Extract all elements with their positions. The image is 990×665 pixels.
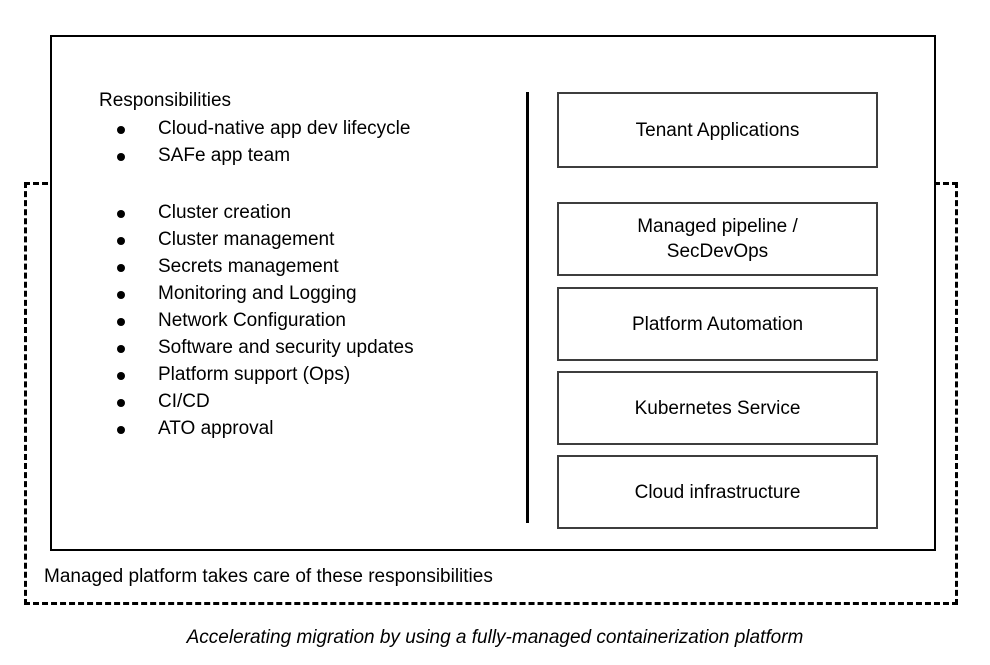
bullet-dot-icon	[117, 399, 125, 407]
list-item: Cluster creation	[99, 199, 509, 226]
list-item: SAFe app team	[99, 142, 509, 169]
bullet-dot-icon	[117, 153, 125, 161]
bullet-dot-icon	[117, 372, 125, 380]
list-item-label: SAFe app team	[158, 145, 291, 166]
list-item: ATO approval	[99, 415, 509, 442]
list-item-label: Monitoring and Logging	[158, 283, 357, 304]
bullet-dot-icon	[117, 264, 125, 272]
bullet-dot-icon	[117, 126, 125, 134]
list-item: Platform support (Ops)	[99, 361, 509, 388]
bullet-dot-icon	[117, 237, 125, 245]
list-item-label: Network Configuration	[158, 310, 346, 331]
tenant-responsibilities-list: Cloud-native app dev lifecycle SAFe app …	[99, 115, 509, 169]
bullet-dot-icon	[117, 318, 125, 326]
list-item: CI/CD	[99, 388, 509, 415]
list-item-label: Cluster creation	[158, 202, 292, 223]
managed-scope-note: Managed platform takes care of these res…	[44, 566, 493, 587]
list-item: Network Configuration	[99, 307, 509, 334]
list-item-label: Cloud-native app dev lifecycle	[158, 118, 411, 139]
bullet-dot-icon	[117, 291, 125, 299]
layer-box-kubernetes-service: Kubernetes Service	[557, 371, 878, 445]
list-item: Cloud-native app dev lifecycle	[99, 115, 509, 142]
bullet-dot-icon	[117, 426, 125, 434]
bullet-dot-icon	[117, 345, 125, 353]
list-item-label: ATO approval	[158, 418, 274, 439]
list-item-label: Platform support (Ops)	[158, 364, 351, 385]
list-item: Cluster management	[99, 226, 509, 253]
layer-label: Kubernetes Service	[634, 397, 801, 419]
layer-box-platform-automation: Platform Automation	[557, 287, 878, 361]
list-item-label: Software and security updates	[158, 337, 414, 358]
layer-label: Cloud infrastructure	[634, 481, 801, 503]
responsibilities-column-tenant: Responsibilities Cloud-native app dev li…	[99, 88, 509, 169]
layer-label: Managed pipeline / SecDevOps	[637, 216, 798, 262]
layer-box-managed-pipeline-secdevops: Managed pipeline / SecDevOps	[557, 202, 878, 276]
list-item-label: Cluster management	[158, 229, 335, 250]
column-divider	[526, 92, 529, 523]
list-item: Monitoring and Logging	[99, 280, 509, 307]
list-item: Secrets management	[99, 253, 509, 280]
layer-box-cloud-infrastructure: Cloud infrastructure	[557, 455, 878, 529]
responsibilities-heading: Responsibilities	[99, 90, 232, 111]
bullet-dot-icon	[117, 210, 125, 218]
responsibilities-column-platform: Cluster creation Cluster management Secr…	[99, 199, 509, 442]
list-item-label: CI/CD	[158, 391, 210, 412]
list-item: Software and security updates	[99, 334, 509, 361]
platform-responsibilities-list: Cluster creation Cluster management Secr…	[99, 199, 509, 442]
layer-box-tenant-applications: Tenant Applications	[557, 92, 878, 168]
layer-label: Platform Automation	[631, 313, 804, 335]
layer-label: Tenant Applications	[635, 119, 800, 141]
list-item-label: Secrets management	[158, 256, 339, 277]
figure-caption: Accelerating migration by using a fully-…	[186, 627, 804, 648]
